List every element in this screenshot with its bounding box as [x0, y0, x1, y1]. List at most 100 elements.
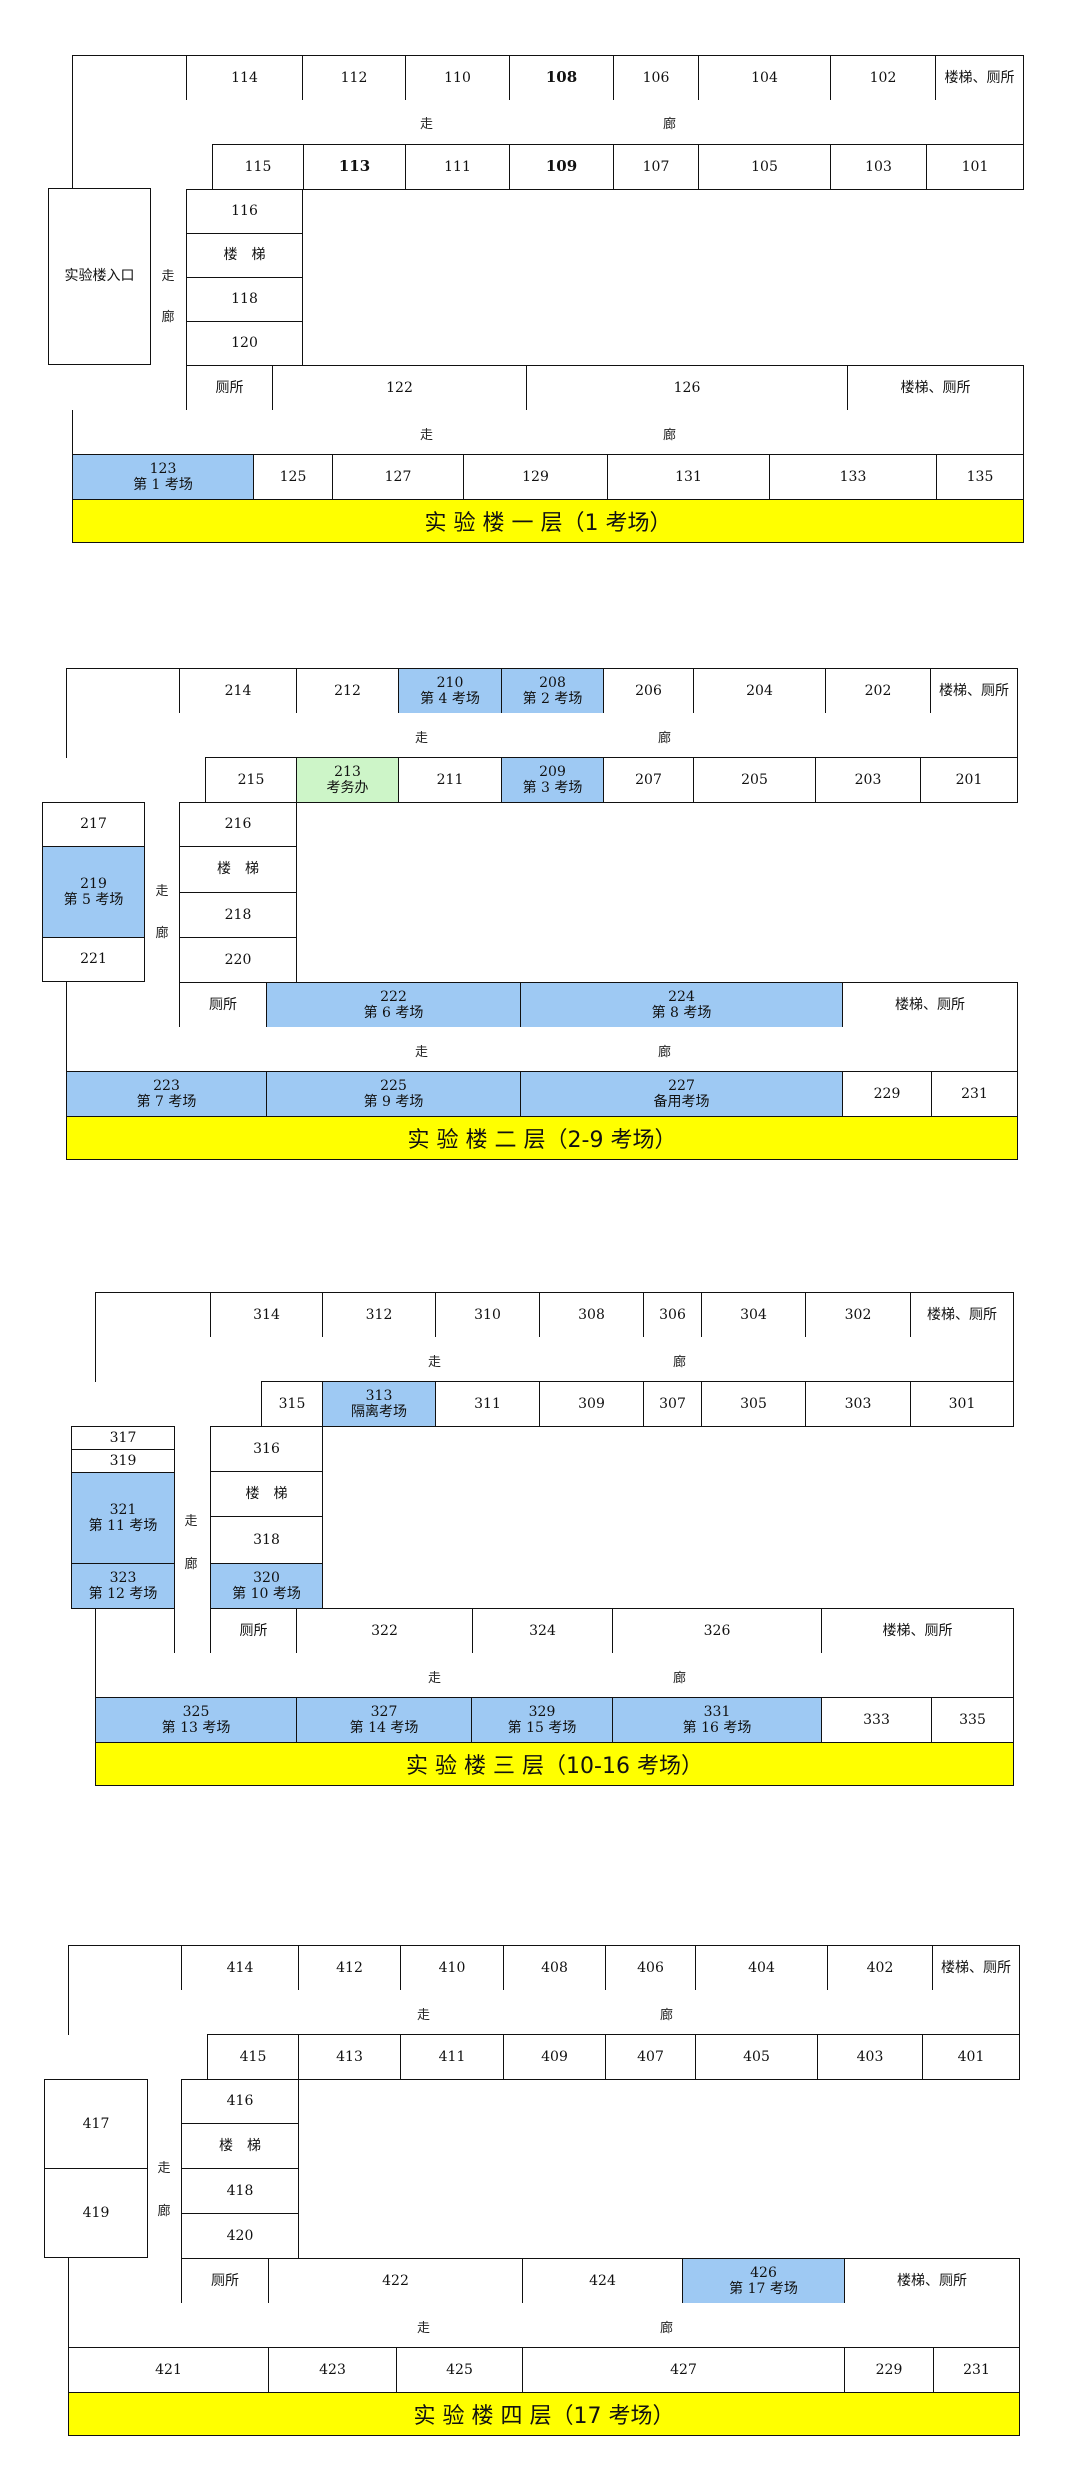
room: 127: [332, 454, 464, 500]
room: 415: [207, 2034, 299, 2080]
room: 131: [607, 454, 770, 500]
corridor-label: 走: [420, 117, 434, 132]
corridor-label: 廊: [161, 310, 175, 325]
room: 412: [298, 1945, 401, 1991]
building-entrance: 实验楼入口: [48, 188, 151, 365]
corridor-label: 走: [428, 1671, 442, 1686]
room: [95, 1292, 211, 1338]
room: 309: [539, 1381, 644, 1427]
room: 205: [693, 757, 816, 803]
room: 106: [613, 55, 699, 101]
corridor: [68, 2303, 1020, 2348]
room: 104: [698, 55, 831, 101]
corridor-label: 走: [417, 2008, 431, 2023]
room: 307: [643, 1381, 702, 1427]
corridor: [95, 1337, 1014, 1382]
room: 402: [827, 1945, 933, 1991]
room: 319: [71, 1449, 175, 1473]
room: 333: [821, 1697, 932, 1743]
room: 409: [503, 2034, 606, 2080]
room: 220: [179, 937, 297, 983]
room: 201: [920, 757, 1018, 803]
room: 101: [926, 144, 1024, 190]
room: [66, 668, 180, 714]
stairs-toilet: 楼梯、厕所: [935, 55, 1024, 101]
corridor-label: 廊: [673, 1355, 687, 1370]
room: 404: [695, 1945, 828, 1991]
room: 302: [805, 1292, 911, 1338]
stairs-toilet: 楼梯、厕所: [930, 668, 1018, 714]
room: 212: [296, 668, 399, 714]
corridor-label: 廊: [673, 1671, 687, 1686]
room: 129: [463, 454, 608, 500]
corridor-label: 走: [184, 1514, 198, 1529]
corridor-label: 廊: [658, 731, 672, 746]
room: 427: [522, 2347, 845, 2393]
room: 211: [398, 757, 502, 803]
corridor-label: 走: [415, 1045, 429, 1060]
corridor-label: 走: [157, 2161, 171, 2176]
room: 118: [186, 277, 303, 322]
floor-title: 实 验 楼 二 层（2-9 考场）: [66, 1116, 1018, 1160]
corridor: [66, 1027, 1018, 1072]
room: 425: [396, 2347, 523, 2393]
room: 315: [261, 1381, 323, 1427]
room: 406: [605, 1945, 696, 1991]
stairs: 楼 梯: [181, 2123, 299, 2169]
corridor-label: 走: [161, 269, 175, 284]
room: 214: [179, 668, 297, 714]
room: 229: [844, 2347, 934, 2393]
room: 135: [936, 454, 1024, 500]
room: 414: [181, 1945, 299, 1991]
room: 322: [296, 1608, 473, 1654]
room: 126: [526, 365, 848, 411]
room: 107: [613, 144, 699, 190]
room: 405: [695, 2034, 818, 2080]
room: 407: [605, 2034, 696, 2080]
corridor-label: 廊: [660, 2008, 674, 2023]
room: 306: [643, 1292, 702, 1338]
room: 424: [522, 2258, 683, 2304]
stairs-toilet: 楼梯、厕所: [932, 1945, 1020, 1991]
room: 421: [68, 2347, 269, 2393]
room: 311: [435, 1381, 540, 1427]
stairs: 楼 梯: [210, 1471, 323, 1517]
room: 216: [179, 802, 297, 847]
room: 203: [815, 757, 921, 803]
room: 303: [805, 1381, 911, 1427]
room: 116: [186, 189, 303, 234]
room: 403: [817, 2034, 923, 2080]
room: [72, 55, 187, 101]
room: 410: [400, 1945, 504, 1991]
toilet: 厕所: [181, 2258, 269, 2304]
corridor-label: 廊: [155, 926, 169, 941]
stairs-toilet: 楼梯、厕所: [847, 365, 1024, 411]
room: 204: [693, 668, 826, 714]
room: 419: [44, 2168, 148, 2258]
room: 221: [42, 937, 145, 982]
room: 326: [612, 1608, 822, 1654]
room: 422: [268, 2258, 523, 2304]
room: [68, 1945, 182, 1991]
room: 423: [268, 2347, 397, 2393]
corridor-label: 廊: [658, 1045, 672, 1060]
room: 218: [179, 892, 297, 938]
room: 108: [509, 55, 614, 101]
room: 229: [842, 1071, 932, 1117]
